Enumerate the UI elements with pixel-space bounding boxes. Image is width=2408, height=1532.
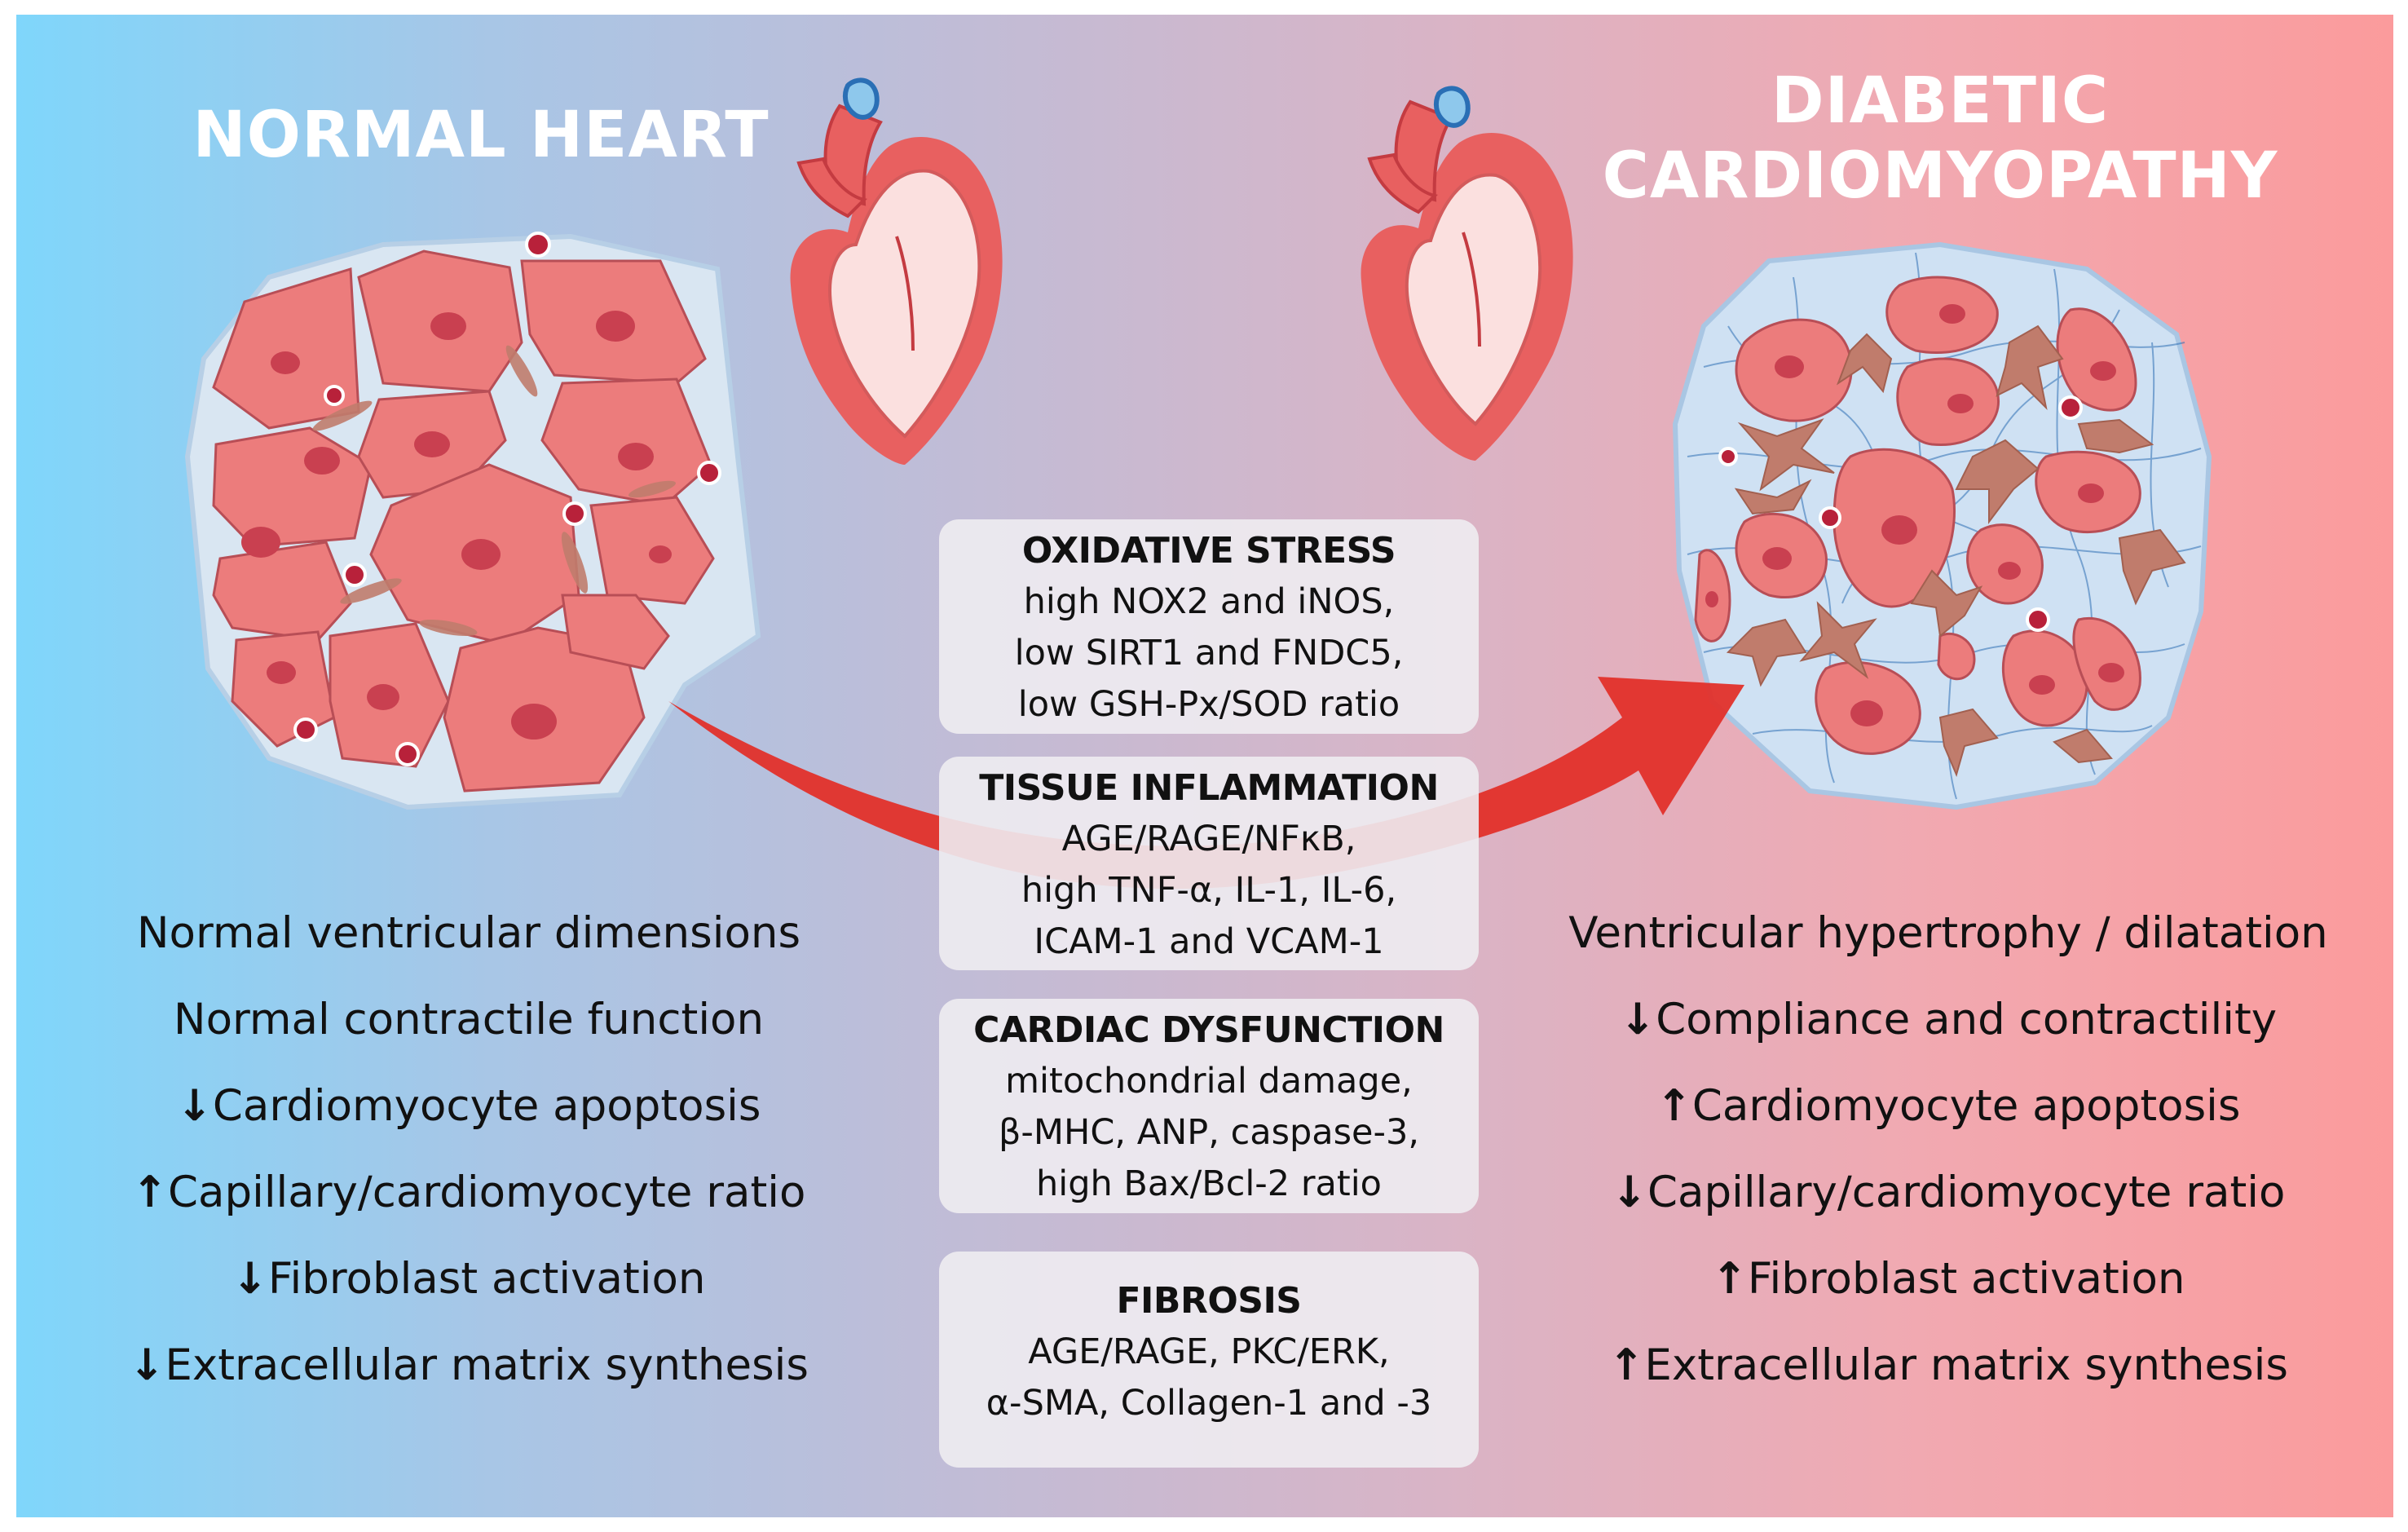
box-line: AGE/RAGE, PKC/ERK, [1028, 1331, 1390, 1372]
feature-item: ↓Extracellular matrix synthesis [128, 1340, 809, 1390]
normal-tissue [184, 232, 761, 810]
feature-item: ↑Extracellular matrix synthesis [1608, 1340, 2289, 1390]
feature-item: Normal contractile function [173, 995, 765, 1044]
feature-item: ↓Compliance and contractility [1619, 995, 2278, 1044]
feature-item: ↑Capillary/cardiomyocyte ratio [131, 1168, 806, 1217]
box-line: mitochondrial damage, [1005, 1061, 1413, 1102]
box-line: high Bax/Bcl-2 ratio [1036, 1163, 1382, 1204]
down-arrow-icon: ↓ [176, 1081, 213, 1131]
diabetic-cardiomyopathy-title: DIABETIC CARDIOMYOPATHY [1602, 64, 2278, 213]
down-arrow-icon: ↓ [1619, 995, 1656, 1044]
normal-heart-title: NORMAL HEART [192, 99, 770, 172]
feature-item: ↑Cardiomyocyte apoptosis [1656, 1081, 2241, 1131]
feature-item: ↓Cardiomyocyte apoptosis [176, 1081, 761, 1131]
box-line: AGE/RAGE/NFκB, [1061, 819, 1356, 859]
down-arrow-icon: ↓ [1611, 1168, 1647, 1217]
box-heading: TISSUE INFLAMMATION [979, 767, 1439, 809]
diabetic-heart-illustration [1361, 86, 1573, 461]
fibrosis-box: FIBROSIS AGE/RAGE, PKC/ERK, α-SMA, Colla… [939, 1252, 1479, 1468]
tissue-inflammation-box: TISSUE INFLAMMATION AGE/RAGE/NFκB, high … [939, 757, 1479, 970]
feature-item: ↑Fibroblast activation [1711, 1254, 2185, 1304]
feature-item: Ventricular hypertrophy / dilatation [1568, 908, 2328, 958]
feature-item: ↓Capillary/cardiomyocyte ratio [1611, 1168, 2286, 1217]
box-line: high TNF-α, IL-1, IL-6, [1021, 870, 1397, 911]
box-line: β-MHC, ANP, caspase-3, [998, 1112, 1420, 1153]
diabetic-features: Ventricular hypertrophy / dilatation ↓Co… [1516, 890, 2380, 1409]
cardiac-dysfunction-box: CARDIAC DYSFUNCTION mitochondrial damage… [939, 999, 1479, 1213]
normal-heart-features: Normal ventricular dimensions Normal con… [90, 890, 848, 1409]
box-heading: CARDIAC DYSFUNCTION [973, 1009, 1444, 1051]
up-arrow-icon: ↑ [131, 1168, 168, 1217]
up-arrow-icon: ↑ [1656, 1081, 1692, 1131]
up-arrow-icon: ↑ [1711, 1254, 1748, 1304]
box-line: high NOX2 and iNOS, [1023, 581, 1395, 622]
normal-heart-illustration [790, 77, 1003, 465]
oxidative-stress-box: OXIDATIVE STRESS high NOX2 and iNOS, low… [939, 519, 1479, 734]
box-heading: FIBROSIS [1116, 1280, 1303, 1322]
down-arrow-icon: ↓ [128, 1340, 165, 1390]
box-line: α-SMA, Collagen-1 and -3 [986, 1383, 1432, 1424]
down-arrow-icon: ↓ [232, 1254, 268, 1304]
box-line: low SIRT1 and FNDC5, [1014, 633, 1404, 673]
box-heading: OXIDATIVE STRESS [1021, 530, 1396, 572]
box-line: low GSH-Px/SOD ratio [1017, 684, 1400, 725]
feature-item: Normal ventricular dimensions [136, 908, 801, 958]
feature-item: ↓Fibroblast activation [232, 1254, 706, 1304]
up-arrow-icon: ↑ [1608, 1340, 1645, 1390]
box-line: ICAM-1 and VCAM-1 [1034, 921, 1384, 962]
diabetic-tissue [1672, 241, 2212, 810]
